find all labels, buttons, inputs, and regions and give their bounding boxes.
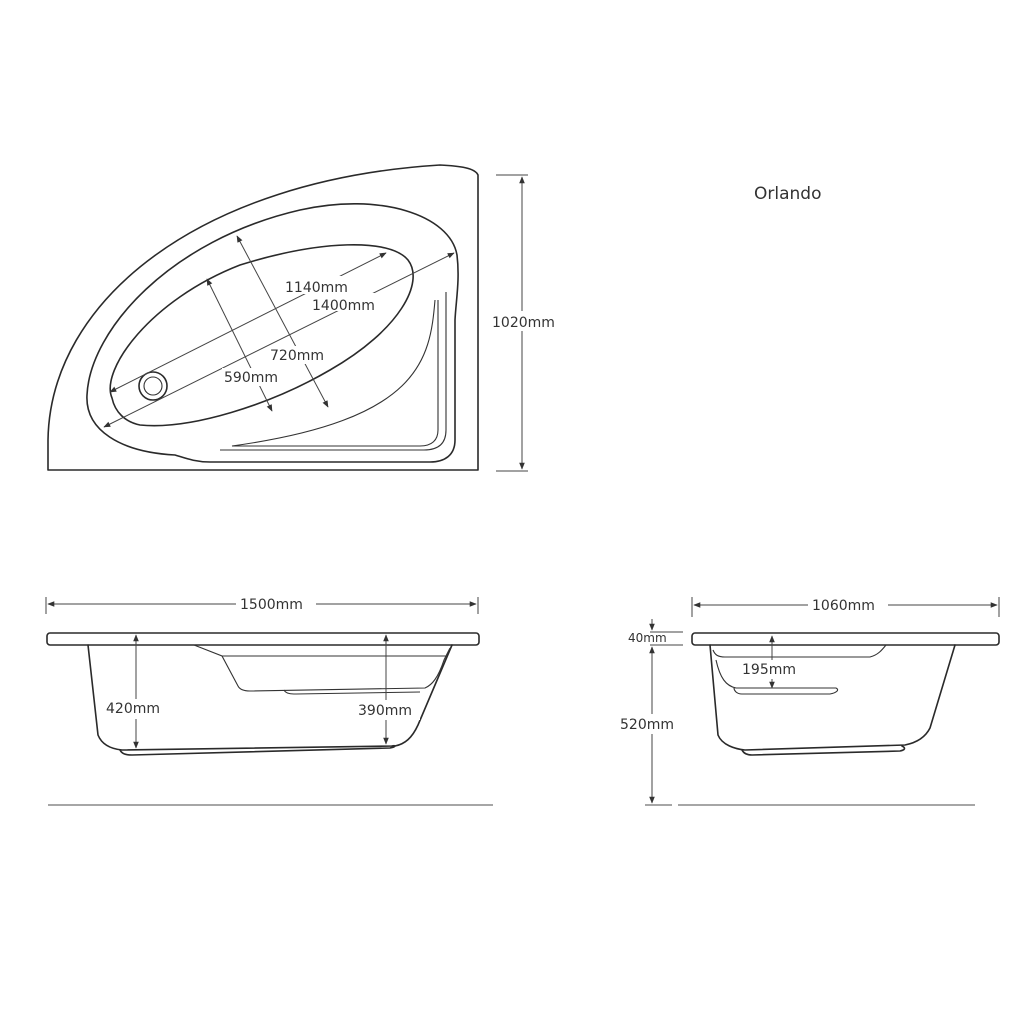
side-body-outline bbox=[709, 644, 956, 751]
front-depth-right-label: 390mm bbox=[358, 703, 412, 719]
front-elevation: 1500mm 420mm 390mm bbox=[45, 595, 493, 806]
side-seat-depth-label: 195mm bbox=[742, 662, 796, 678]
plan-outer-length-label: 1400mm bbox=[312, 298, 375, 314]
front-rim bbox=[46, 632, 480, 646]
plan-view: 1400mm 1140mm 720mm 590mm 1020mm bbox=[47, 164, 564, 472]
front-depth-left-label: 420mm bbox=[106, 701, 160, 717]
drain-icon bbox=[138, 371, 168, 401]
plan-inner-width-label: 590mm bbox=[224, 370, 278, 386]
side-width-label: 1060mm bbox=[812, 598, 875, 614]
plan-seat-line-outer bbox=[220, 292, 447, 451]
side-height-label: 520mm bbox=[620, 717, 674, 733]
front-length-label: 1500mm bbox=[240, 597, 303, 613]
front-seat-outline bbox=[193, 644, 451, 692]
plan-outer-outline bbox=[47, 164, 479, 471]
plan-basin-ellipse bbox=[109, 244, 414, 427]
side-seat-outline bbox=[712, 644, 887, 658]
side-rim-thickness-label: 40mm bbox=[628, 631, 667, 645]
side-elevation: 1060mm 40mm 195mm 520mm bbox=[618, 596, 1000, 806]
plan-rim-contour bbox=[86, 203, 459, 463]
product-title: Orlando bbox=[754, 184, 821, 204]
side-rim bbox=[691, 632, 1000, 646]
front-body-outline bbox=[87, 644, 453, 751]
plan-inner-length-label: 1140mm bbox=[285, 280, 348, 296]
plan-depth-label: 1020mm bbox=[492, 315, 555, 331]
plan-outer-width-label: 720mm bbox=[270, 348, 324, 364]
